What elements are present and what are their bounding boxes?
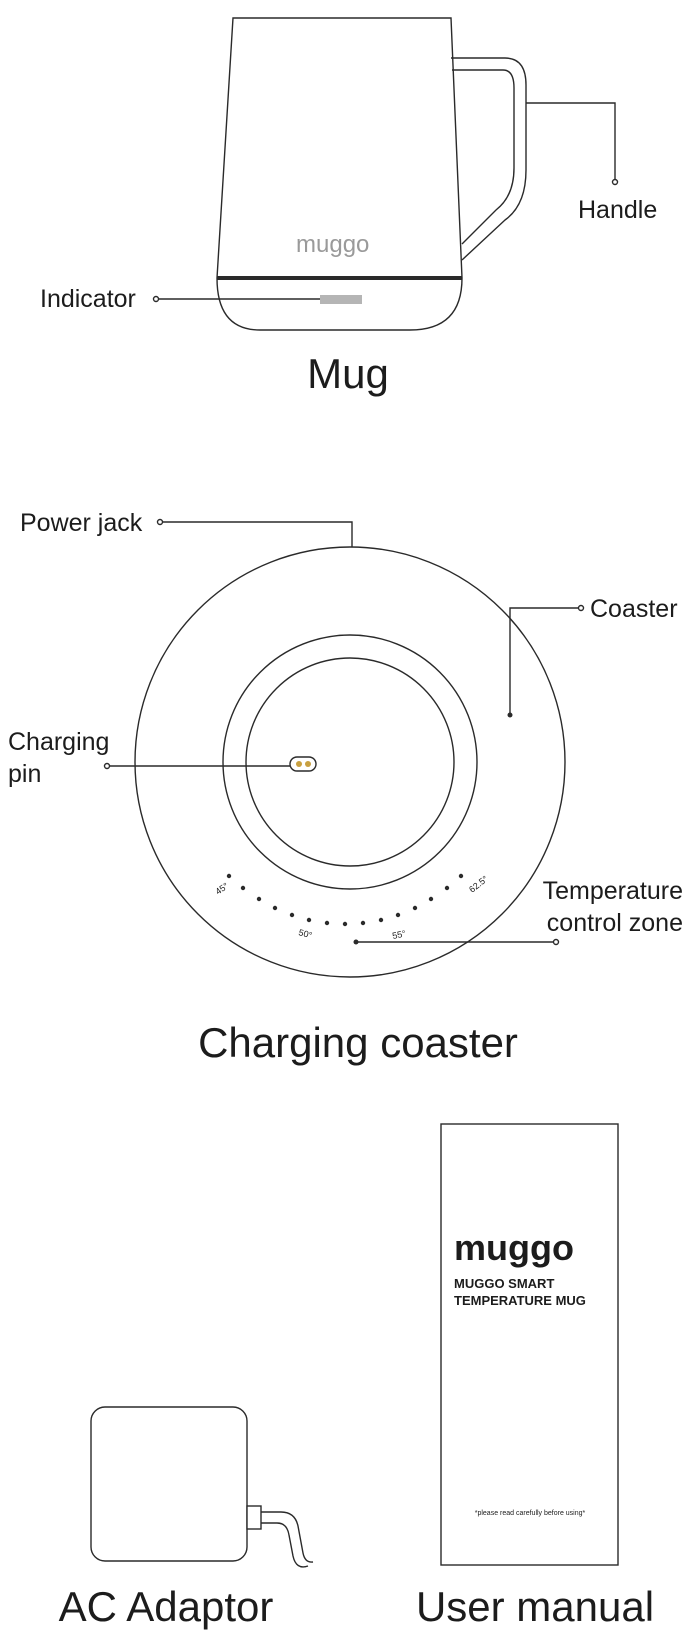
manual-heading-line2: TEMPERATURE MUG (454, 1293, 586, 1308)
adaptor-cable-bottom (261, 1522, 309, 1568)
adaptor-body (90, 1406, 248, 1562)
indicator-leader-dot (152, 295, 160, 303)
mug-handle (451, 57, 527, 261)
coaster-illustration: 45° 50° 55° 62.5° Power jack Coaster Cha… (8, 509, 683, 1066)
temperature-zone-leader-dot (552, 938, 560, 946)
handle-label: Handle (578, 196, 657, 224)
manual-title: User manual (416, 1583, 654, 1630)
adaptor-title: AC Adaptor (59, 1583, 274, 1630)
mug-illustration: muggo Handle Indicator Mug (40, 17, 657, 397)
temp-dot (378, 917, 384, 923)
temp-dot (240, 885, 246, 891)
coaster-leader-dot (577, 604, 585, 612)
temp-dot (458, 873, 464, 879)
manual-booklet (440, 1123, 619, 1566)
scale-mark-50: 50° (297, 927, 313, 940)
temp-dot (360, 920, 366, 926)
scale-mark-62-5: 62.5° (467, 873, 490, 894)
mug-body (216, 17, 463, 331)
coaster-leader-line (509, 607, 581, 713)
handle-leader-line (526, 102, 616, 182)
charging-pin-contact-left (296, 761, 302, 767)
mug-indicator-light (320, 295, 362, 304)
coaster-plate-outer (222, 634, 478, 890)
charging-pin-leader-dot (103, 762, 111, 770)
manual-note: *please read carefully before using* (475, 1510, 586, 1517)
temp-dot (395, 912, 401, 918)
coaster-outer-ring (134, 546, 566, 978)
temperature-zone-label-line1: Temperature (543, 877, 683, 905)
mug-handle-inner (452, 69, 515, 245)
power-jack-leader-dot (156, 518, 164, 526)
temperature-scale-dots (226, 873, 464, 927)
adaptor-cable-top (261, 1511, 314, 1563)
manual-heading-line1: MUGGO SMART (454, 1276, 554, 1291)
temp-dot (412, 905, 418, 911)
temp-dot (289, 912, 295, 918)
temp-dot (444, 885, 450, 891)
temp-dot (428, 896, 434, 902)
charging-pin-label-line2: pin (8, 760, 41, 788)
scale-mark-55: 55° (391, 928, 407, 941)
adaptor-illustration: AC Adaptor (59, 1406, 314, 1630)
coaster-label: Coaster (590, 595, 678, 623)
temp-dot (272, 905, 278, 911)
manual-logo: muggo (454, 1227, 574, 1268)
manual-illustration: muggo MUGGO SMART TEMPERATURE MUG *pleas… (416, 1123, 654, 1630)
temp-dot (256, 896, 262, 902)
charging-pin-label-line1: Charging (8, 728, 109, 756)
coaster-title: Charging coaster (198, 1019, 518, 1066)
power-jack-leader-line (160, 521, 353, 547)
temperature-zone-leader-end (353, 939, 359, 945)
power-jack-label: Power jack (20, 509, 143, 537)
charging-pin-contact-right (305, 761, 311, 767)
temp-dot (342, 921, 348, 927)
temp-dot (306, 917, 312, 923)
handle-leader-dot (611, 178, 619, 186)
scale-mark-45: 45° (213, 880, 230, 896)
temperature-zone-label-line2: control zone (547, 909, 683, 937)
charging-pin (289, 756, 317, 772)
mug-logo: muggo (296, 231, 369, 258)
adaptor-plug (246, 1505, 262, 1530)
coaster-leader-end (507, 712, 513, 718)
temp-dot (226, 873, 232, 879)
temp-dot (324, 920, 330, 926)
indicator-label: Indicator (40, 285, 136, 313)
coaster-plate-inner (245, 657, 455, 867)
mug-title: Mug (307, 350, 389, 397)
